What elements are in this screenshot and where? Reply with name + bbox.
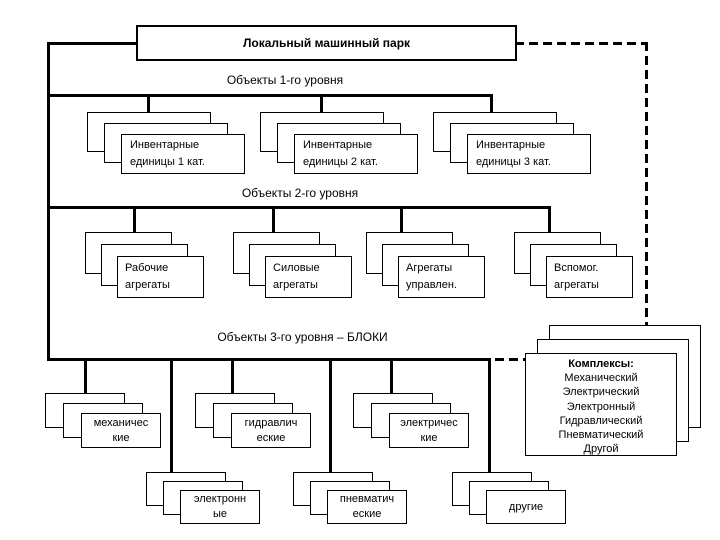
level2-label: Объекты 2-го уровня	[241, 186, 359, 200]
left-trunk-line	[47, 42, 50, 361]
node-label-line2: агрегаты	[125, 279, 170, 291]
node-label-line1: механичес	[93, 416, 149, 429]
node-label-line2: управлен.	[406, 279, 457, 291]
stack-front-card: гидравлич еские	[231, 413, 311, 448]
node-label-line1: электронн	[193, 493, 247, 505]
complexes-title: Комплексы:	[568, 358, 634, 370]
level3-branch-pneumatic	[329, 360, 332, 472]
level1-branch-1	[147, 96, 150, 112]
node-label-line1: электричес	[400, 416, 458, 429]
level1-branch-2	[320, 96, 323, 112]
root-node: Локальный машинный парк	[136, 25, 517, 61]
node-label-line2: единицы 1 кат.	[130, 156, 205, 168]
level2-branch-2	[272, 208, 275, 232]
node-label-line2: еские	[256, 431, 286, 444]
level3-dashed-connector	[495, 358, 525, 361]
level3-branch-electronic	[170, 360, 173, 472]
complexes-item: Электрический	[562, 386, 640, 399]
node-label-line2: агрегаты	[554, 279, 599, 291]
node-label-line1: Вспомог.	[554, 262, 599, 274]
complexes-item: Гидравлический	[559, 414, 643, 427]
stack-front-card: Рабочие агрегаты	[117, 256, 204, 298]
node-label-line2: агрегаты	[273, 279, 318, 291]
node-label-line1: Силовые	[273, 262, 320, 274]
node-label-line1: Агрегаты	[406, 262, 453, 274]
node-label-line1: другие	[508, 500, 544, 513]
node-label-line2: единицы 2 кат.	[303, 156, 378, 168]
level3-branch-electric	[390, 360, 393, 393]
root-node-label: Локальный машинный парк	[242, 36, 411, 50]
level2-branch-1	[133, 208, 136, 232]
stack-front-card: Инвентарные единицы 2 кат.	[294, 134, 418, 174]
node-label-line2: ые	[212, 508, 228, 520]
root-left-connector	[47, 42, 136, 45]
right-dashed-trunk	[645, 42, 648, 325]
level3-branch-other	[488, 360, 491, 472]
stack-front-card: Агрегаты управлен.	[398, 256, 485, 298]
node-label-line1: гидравлич	[244, 416, 298, 429]
level3-branch-hydraulic	[231, 360, 234, 393]
stack-front-card: другие	[486, 490, 566, 524]
stack-front-card: пневматич еские	[327, 490, 407, 524]
level1-rail	[47, 94, 493, 97]
complexes-item: Механический	[564, 372, 638, 385]
stack-front-card: электричес кие	[389, 413, 469, 448]
stack-front-card: Инвентарные единицы 1 кат.	[121, 134, 245, 174]
stack-front-card: Инвентарные единицы 3 кат.	[467, 134, 591, 174]
complexes-item: Другой	[583, 443, 619, 456]
stack-front-card: механичес кие	[81, 413, 161, 448]
complexes-item: Пневматический	[558, 429, 644, 442]
complexes-item: Электронный	[566, 400, 636, 413]
node-label-line1: Инвентарные	[303, 139, 373, 151]
node-label-line2: еские	[352, 508, 382, 520]
level1-label: Объекты 1-го уровня	[226, 73, 344, 87]
stack-front-card: Вспомог. агрегаты	[546, 256, 633, 298]
node-label-line2: единицы 3 кат.	[476, 156, 551, 168]
level3-branch-mechanical	[84, 360, 87, 393]
node-label-line1: Рабочие	[125, 262, 169, 274]
stack-front-card: Силовые агрегаты	[265, 256, 352, 298]
level3-rail	[47, 358, 491, 361]
stack-front-card: Комплексы: Механический Электрический Эл…	[525, 353, 677, 456]
level2-branch-4	[548, 208, 551, 232]
level1-branch-3	[490, 96, 493, 112]
root-right-dashed-connector	[515, 42, 648, 45]
node-label-line1: Инвентарные	[476, 139, 546, 151]
level2-branch-3	[400, 208, 403, 232]
node-label-line2: кие	[420, 431, 438, 444]
node-label-line1: пневматич	[339, 493, 395, 505]
node-label-line2: кие	[112, 431, 130, 444]
level3-label: Объекты 3-го уровня – БЛОКИ	[217, 330, 388, 344]
level2-rail	[47, 206, 551, 209]
node-label-line1: Инвентарные	[130, 139, 200, 151]
stack-front-card: электронн ые	[180, 490, 260, 524]
